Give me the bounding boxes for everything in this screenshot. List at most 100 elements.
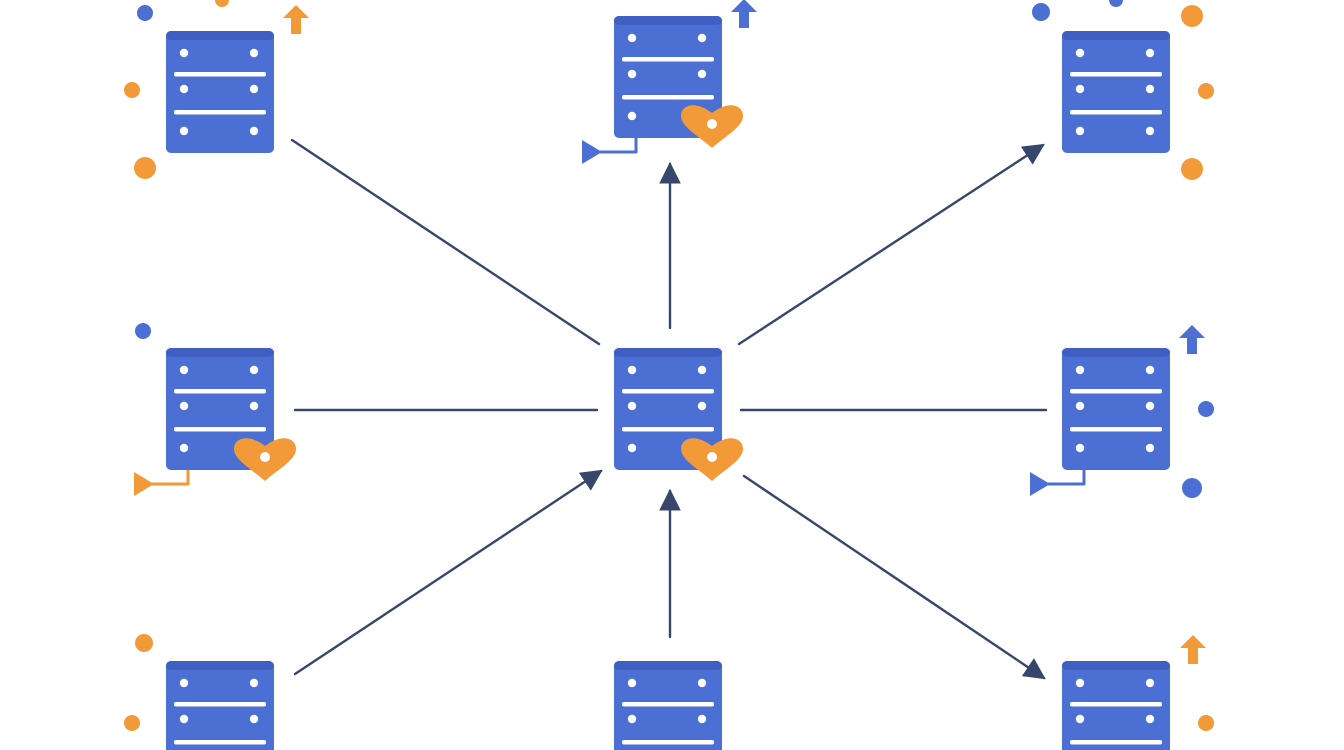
dot-icon — [135, 323, 151, 339]
server-led — [627, 443, 637, 453]
server-led — [1145, 678, 1155, 688]
server-top-edge — [166, 661, 274, 670]
server-middle-left — [134, 323, 296, 496]
server-led — [249, 365, 259, 375]
server-top-edge — [614, 16, 722, 25]
server-divider — [622, 95, 714, 100]
server-divider — [174, 110, 266, 115]
server-middle-right — [1030, 325, 1214, 498]
server-divider — [622, 389, 714, 394]
server-body — [166, 31, 274, 153]
server-divider — [1070, 389, 1162, 394]
server-divider — [1070, 427, 1162, 432]
server-body — [1062, 31, 1170, 153]
server-led — [1075, 401, 1085, 411]
server-led — [179, 401, 189, 411]
connector-center-to-top-right — [737, 143, 1045, 346]
arrow-up-icon — [1179, 325, 1205, 354]
servers — [124, 0, 1214, 750]
flag-connector-icon — [134, 470, 190, 496]
server-led — [627, 111, 637, 121]
dot-icon — [137, 5, 153, 21]
server-led — [627, 33, 637, 43]
server-bottom-left — [124, 634, 274, 750]
server-led — [627, 69, 637, 79]
flag-connector-icon — [1030, 470, 1086, 496]
server-body — [1062, 348, 1170, 470]
server-divider — [622, 427, 714, 432]
server-led — [1075, 365, 1085, 375]
server-divider — [1070, 702, 1162, 707]
dot-icon — [1181, 5, 1203, 27]
dot-icon — [1182, 478, 1202, 498]
server-divider — [622, 702, 714, 707]
server-led — [697, 365, 707, 375]
server-led — [1075, 443, 1085, 453]
server-top-edge — [1062, 348, 1170, 357]
server-led — [627, 678, 637, 688]
server-led — [697, 33, 707, 43]
dot-icon — [1181, 158, 1203, 180]
dot-icon — [1198, 715, 1214, 731]
connector-bottom-left-to-center — [293, 469, 603, 676]
server-led — [697, 401, 707, 411]
server-top-center — [582, 0, 757, 164]
connector-center-to-bottom-right — [742, 474, 1046, 680]
server-led — [179, 714, 189, 724]
server-led — [1145, 443, 1155, 453]
server-led — [1075, 678, 1085, 688]
server-divider — [1070, 72, 1162, 77]
dot-icon — [1109, 0, 1123, 7]
server-led — [1145, 48, 1155, 58]
server-led — [627, 365, 637, 375]
server-led — [1145, 84, 1155, 94]
server-led — [1075, 84, 1085, 94]
dot-icon — [1032, 3, 1050, 21]
server-led — [627, 714, 637, 724]
server-led — [249, 401, 259, 411]
server-led — [249, 84, 259, 94]
server-bottom-center — [614, 661, 722, 750]
server-top-edge — [614, 661, 722, 670]
dot-icon — [215, 0, 229, 7]
heart-icon-dot — [707, 452, 717, 462]
arrow-up-icon — [1180, 635, 1206, 664]
server-led — [179, 84, 189, 94]
server-led — [1145, 714, 1155, 724]
server-center-hub — [614, 348, 743, 481]
server-top-edge — [166, 348, 274, 357]
dot-icon — [134, 157, 156, 179]
server-bottom-right — [1062, 635, 1214, 750]
heart-icon-dot — [707, 119, 717, 129]
server-top-edge — [1062, 31, 1170, 40]
server-divider — [174, 702, 266, 707]
server-top-edge — [1062, 661, 1170, 670]
server-divider — [174, 72, 266, 77]
dot-icon — [1198, 83, 1214, 99]
dot-icon — [135, 634, 153, 652]
arrow-up-icon — [731, 0, 757, 28]
server-led — [1145, 401, 1155, 411]
server-top-left — [124, 0, 309, 179]
server-divider — [1070, 740, 1162, 745]
heart-icon-dot — [260, 452, 270, 462]
server-top-edge — [166, 31, 274, 40]
server-led — [1145, 126, 1155, 136]
server-led — [249, 48, 259, 58]
dot-icon — [1198, 401, 1214, 417]
connections — [290, 138, 1048, 680]
flag-connector-icon — [582, 138, 638, 164]
server-divider — [174, 427, 266, 432]
server-led — [249, 714, 259, 724]
server-led — [627, 401, 637, 411]
arrow-up-icon — [283, 5, 309, 34]
server-led — [249, 678, 259, 688]
server-led — [179, 678, 189, 688]
server-led — [179, 126, 189, 136]
server-led — [1075, 48, 1085, 58]
server-divider — [622, 57, 714, 62]
server-divider — [174, 389, 266, 394]
server-led — [249, 126, 259, 136]
server-top-right — [1032, 0, 1214, 180]
